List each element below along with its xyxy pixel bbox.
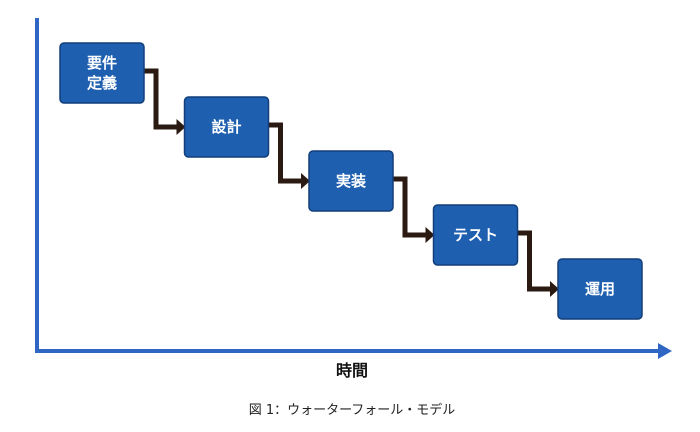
phase-box: テスト <box>432 204 519 266</box>
connector-arrowhead <box>550 281 559 297</box>
phase-label: 要件 <box>87 54 117 72</box>
connectors <box>144 68 559 297</box>
connector-line <box>144 68 177 130</box>
x-axis-arrowhead <box>658 343 672 359</box>
phase-label: 設計 <box>211 118 241 136</box>
connector-line <box>268 122 301 184</box>
connector-arrowhead <box>176 119 186 135</box>
phase-box: 設計 <box>183 96 270 158</box>
phase-label: 実装 <box>336 172 367 190</box>
phase-box-rect <box>432 204 519 266</box>
connector-arrowhead <box>425 227 435 243</box>
phase-box-rect <box>308 150 394 212</box>
phase-box: 運用 <box>557 258 643 320</box>
phase-box-rect <box>183 96 270 158</box>
x-axis-label: 時間 <box>336 361 368 380</box>
phase-box: 実装 <box>308 150 394 212</box>
connector-line <box>517 230 550 292</box>
phase-label: テスト <box>453 226 498 244</box>
phase-box-rect <box>557 258 643 320</box>
figure-caption: 図 1：ウォーターフォール・モデル <box>249 402 456 418</box>
phase-label: 運用 <box>585 280 615 298</box>
phase-box-rect <box>59 42 145 104</box>
phase-label: 定義 <box>87 74 117 92</box>
connector-arrowhead <box>301 173 310 189</box>
connector-line <box>393 176 426 238</box>
